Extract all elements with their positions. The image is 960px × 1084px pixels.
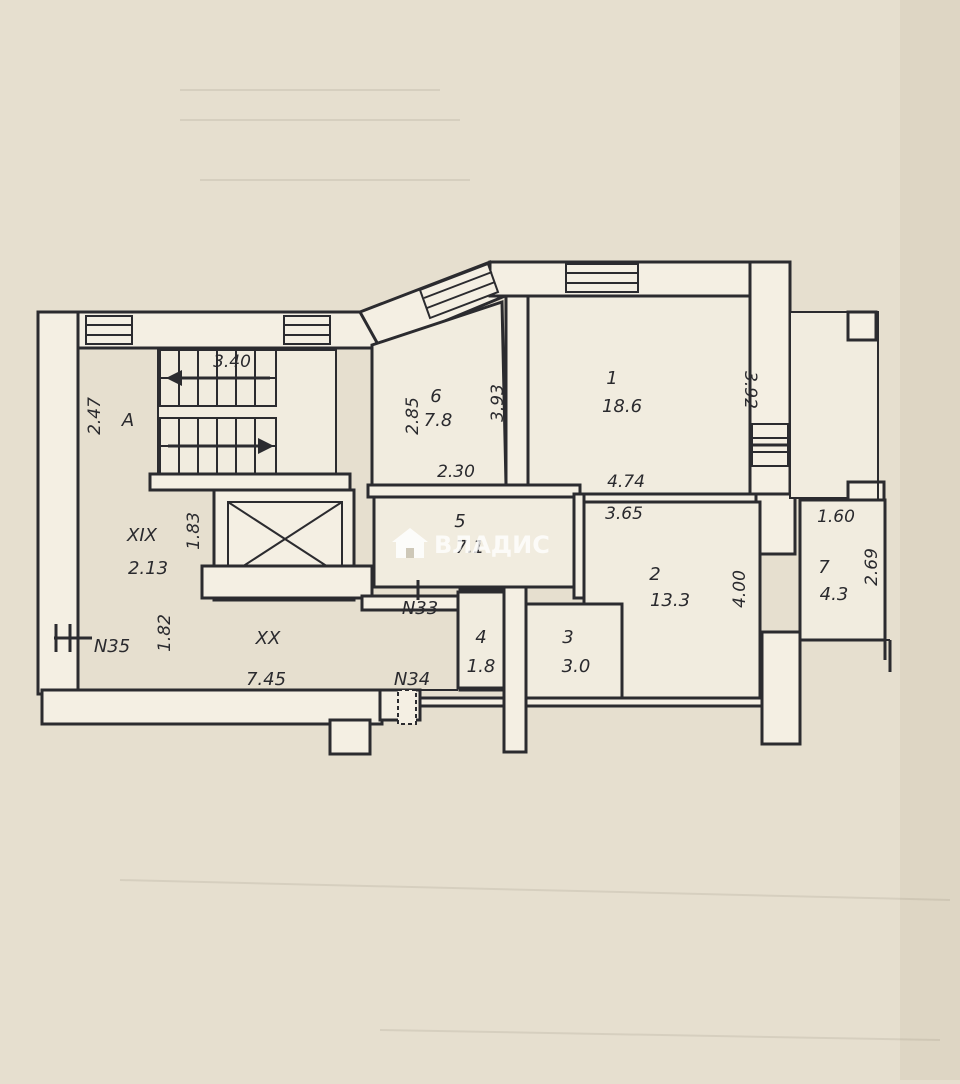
room-2-number: 2 bbox=[649, 564, 660, 585]
wall-below-5 bbox=[502, 582, 528, 754]
room-3 bbox=[524, 602, 624, 700]
dim-room7-width: 1.60 bbox=[817, 507, 855, 527]
room-6-number: 6 bbox=[430, 386, 441, 407]
door-markers bbox=[54, 580, 420, 725]
room-4-area: 1.8 bbox=[467, 656, 496, 677]
room-a-label: A bbox=[121, 410, 134, 431]
watermark-text: ВЛАДИС bbox=[434, 531, 550, 559]
elevator-shaft bbox=[200, 488, 374, 602]
staircase bbox=[148, 349, 352, 492]
wall-6-5 bbox=[366, 483, 582, 499]
room-7-area: 4.3 bbox=[820, 584, 849, 605]
stair-landing-wall bbox=[148, 472, 352, 492]
house-icon bbox=[392, 528, 428, 558]
dim-room6-height: 2.85 bbox=[403, 397, 423, 435]
dim-room1-width: 4.74 bbox=[607, 472, 645, 492]
elevator-base-wall bbox=[200, 564, 374, 600]
apartment-number-34: N34 bbox=[394, 669, 430, 690]
dim-room1-height: 3.92 bbox=[740, 371, 760, 409]
stair-arrow-down bbox=[168, 438, 274, 454]
dim-xx-height: 1.82 bbox=[155, 614, 175, 652]
room-1-area: 18.6 bbox=[602, 396, 642, 417]
paper-edge-shadow bbox=[900, 0, 960, 1080]
window-room-1 bbox=[565, 263, 639, 293]
room-1-number: 1 bbox=[606, 368, 617, 389]
room-2-area: 13.3 bbox=[650, 590, 690, 611]
dim-room6-width: 2.30 bbox=[437, 462, 475, 482]
corridor-wall bbox=[360, 594, 460, 612]
dim-room6-wall: 3.93 bbox=[488, 384, 508, 422]
apartment-rooms bbox=[366, 294, 887, 700]
room-1 bbox=[526, 294, 752, 496]
bottom-wall bbox=[40, 688, 384, 726]
room-3-number: 3 bbox=[562, 627, 573, 648]
room-7-number: 7 bbox=[818, 557, 830, 578]
room-4 bbox=[456, 590, 506, 690]
room-3-area: 3.0 bbox=[562, 656, 591, 677]
room-4-number: 4 bbox=[475, 627, 486, 648]
watermark: ВЛАДИС bbox=[392, 528, 550, 559]
room-xx-area: 7.45 bbox=[246, 669, 286, 690]
window-stair-right bbox=[283, 315, 331, 345]
room-xix-label: XIX bbox=[126, 525, 158, 546]
room-6-area: 7.8 bbox=[424, 410, 453, 431]
window-room-6 bbox=[418, 262, 500, 320]
dim-stair-width: 3.40 bbox=[213, 352, 251, 372]
dim-room2-width: 3.65 bbox=[605, 504, 643, 524]
room-labels: A XIX 2.13 XX 7.45 6 7.8 1 18.6 5 7.1 2 … bbox=[121, 368, 848, 690]
window-stair-left bbox=[85, 315, 133, 345]
wall-6-1 bbox=[504, 294, 530, 503]
balcony bbox=[789, 310, 892, 672]
right-wall-lower bbox=[760, 630, 802, 746]
apartment-numbers: N33 N34 N35 bbox=[94, 598, 438, 690]
room-5-number: 5 bbox=[454, 511, 465, 532]
room-xx-label: XX bbox=[255, 628, 281, 649]
dim-room2-height: 4.00 bbox=[730, 570, 750, 608]
room-xix-area: 2.13 bbox=[128, 558, 168, 579]
apartment-number-33: N33 bbox=[402, 598, 438, 619]
right-wall-pier bbox=[753, 492, 797, 556]
dim-room7-height: 2.69 bbox=[862, 548, 882, 586]
top-wall-right bbox=[488, 260, 792, 298]
dimension-labels: 3.40 2.47 2.85 3.93 2.30 3.92 4.74 3.65 … bbox=[85, 352, 882, 652]
dim-xix-height: 1.83 bbox=[184, 512, 204, 550]
room-5-area: 7.1 bbox=[456, 537, 485, 558]
windows bbox=[85, 262, 800, 467]
apartment-number-35: N35 bbox=[94, 636, 130, 657]
ghost-lines bbox=[119, 89, 951, 1041]
dim-a-height: 2.47 bbox=[85, 397, 105, 435]
stair-arrow-up bbox=[166, 370, 270, 386]
bottom-wall-step bbox=[328, 718, 372, 756]
